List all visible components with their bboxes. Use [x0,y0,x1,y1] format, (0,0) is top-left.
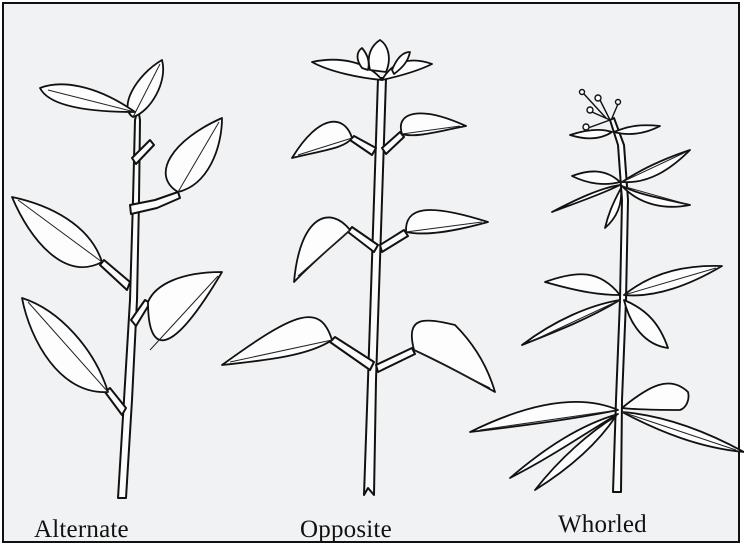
opposite-leaf [412,321,495,392]
whorled-leaf [470,383,744,490]
whorled-plant [470,90,744,493]
alternate-leaf [148,272,222,350]
opposite-flower [312,40,432,80]
opposite-leaf [292,122,352,158]
opposite-leaf [406,210,488,234]
opposite-leaf [401,113,466,135]
opposite-plant [222,40,495,495]
alternate-plant [12,60,222,498]
alternate-leaf [22,298,108,392]
label-opposite: Opposite [300,516,392,544]
label-alternate: Alternate [34,516,129,544]
alternate-leaf [12,197,102,267]
alternate-leaf [40,84,135,112]
alternate-leaf [128,60,164,117]
opposite-leaf [222,317,332,365]
label-whorled: Whorled [558,511,647,539]
alternate-leaf [166,118,222,192]
opposite-leaf [294,217,350,282]
